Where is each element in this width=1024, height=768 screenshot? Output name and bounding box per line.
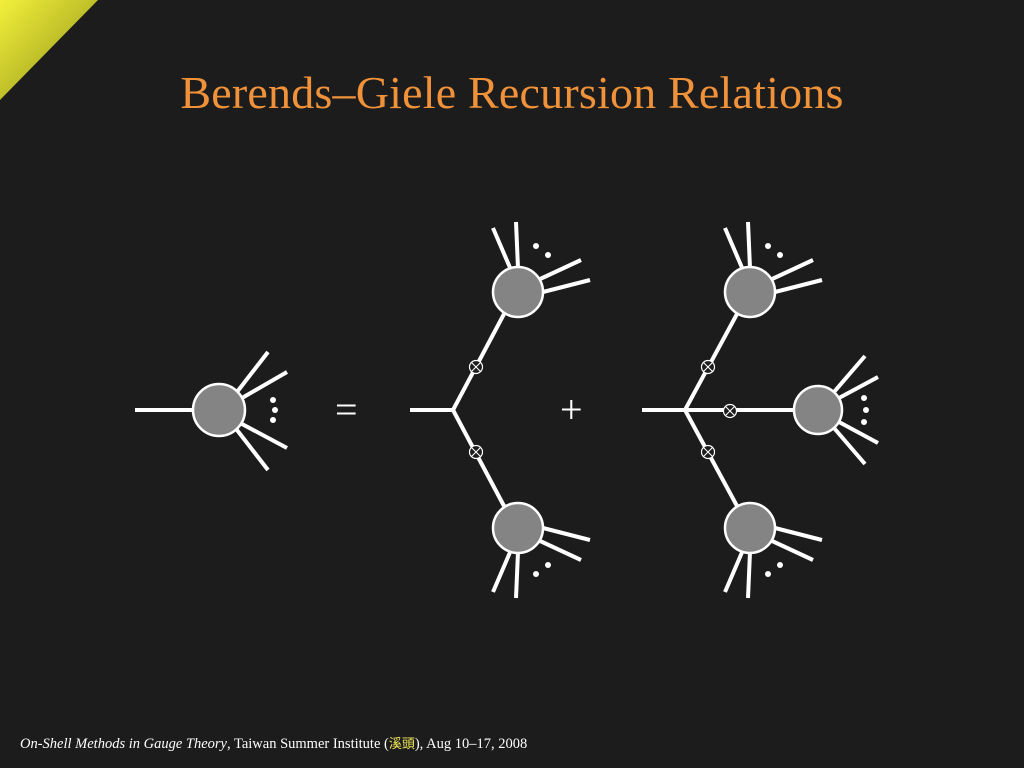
lower-blob	[723, 501, 777, 555]
upper-blob	[491, 265, 545, 319]
circle-cross-icon	[700, 359, 716, 375]
footer-book-title: On-Shell Methods in Gauge Theory	[20, 736, 227, 752]
footer-date: ), Aug 10–17, 2008	[414, 736, 528, 752]
footer-separator: ,	[227, 736, 234, 752]
slide-footer: On-Shell Methods in Gauge Theory, Taiwan…	[20, 733, 527, 753]
circle-cross-icon	[468, 444, 484, 460]
upper-blob	[723, 265, 777, 319]
footer-location-hanzi: 溪頭	[388, 737, 415, 752]
equals-sign: =	[335, 387, 358, 432]
slide-title: Berends–Giele Recursion Relations	[180, 67, 844, 118]
term-two-currents	[410, 221, 591, 599]
right-blob	[792, 384, 844, 436]
footer-institute: Taiwan Summer Institute (	[234, 736, 389, 752]
lhs-current	[135, 350, 289, 472]
corner-glow-decoration	[0, 0, 98, 100]
plus-sign: +	[560, 387, 583, 432]
lower-blob	[491, 501, 545, 555]
circle-cross-icon	[700, 444, 716, 460]
lhs-blob	[191, 382, 247, 438]
circle-cross-icon	[468, 359, 484, 375]
circle-cross-icon	[722, 403, 738, 419]
term-three-currents	[642, 221, 879, 599]
